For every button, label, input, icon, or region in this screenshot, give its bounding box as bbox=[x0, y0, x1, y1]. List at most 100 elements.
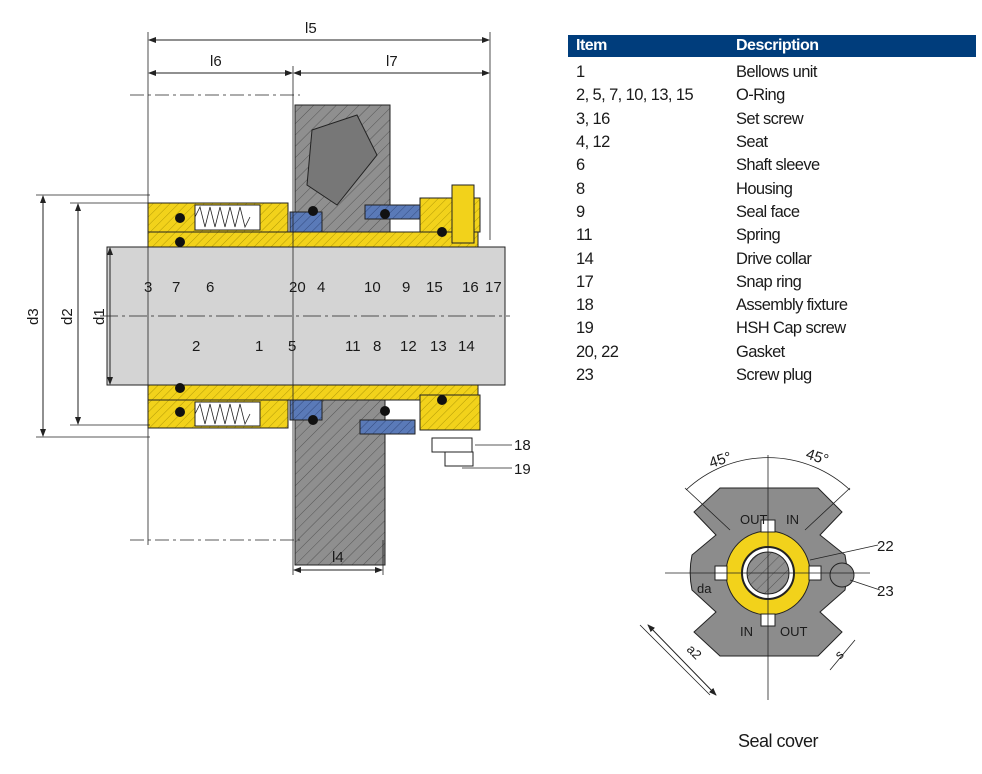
table-row: 2, 5, 7, 10, 13, 15 O-Ring bbox=[568, 84, 976, 107]
row-item: 20, 22 bbox=[576, 342, 619, 361]
header-item: Item bbox=[576, 37, 607, 54]
table-row: 9 Seal face bbox=[568, 201, 976, 224]
label-23: 23 bbox=[877, 583, 894, 600]
row-description: Set screw bbox=[736, 109, 804, 128]
row-item: 14 bbox=[576, 249, 594, 268]
table-row: 23 Screw plug bbox=[568, 364, 976, 387]
part-label: 16 bbox=[462, 279, 479, 296]
row-item: 2, 5, 7, 10, 13, 15 bbox=[576, 86, 694, 105]
table-row: 6 Shaft sleeve bbox=[568, 154, 976, 177]
table-row: 3, 16 Set screw bbox=[568, 108, 976, 131]
part-label: 17 bbox=[485, 279, 502, 296]
row-item: 11 bbox=[576, 226, 593, 245]
part-label: 6 bbox=[206, 279, 214, 296]
table-row: 18 Assembly fixture bbox=[568, 294, 976, 317]
port-in-top: IN bbox=[786, 512, 799, 527]
row-description: Drive collar bbox=[736, 249, 812, 268]
seal-cover-caption: Seal cover bbox=[738, 731, 819, 751]
table-row: 8 Housing bbox=[568, 177, 976, 200]
dim-d1: d1 bbox=[91, 308, 108, 325]
screw-plug-23 bbox=[829, 562, 855, 588]
row-description: Housing bbox=[736, 179, 793, 198]
row-description: Seat bbox=[736, 133, 768, 152]
part-label: 11 bbox=[345, 338, 361, 355]
table-row: 14 Drive collar bbox=[568, 247, 976, 270]
header-description: Description bbox=[736, 37, 819, 54]
dim-d3: d3 bbox=[25, 308, 42, 325]
set-screw-16 bbox=[451, 184, 475, 244]
part-label: 20 bbox=[289, 279, 306, 296]
seal-face-top bbox=[364, 204, 421, 220]
part-label: 3 bbox=[144, 279, 152, 296]
row-description: Spring bbox=[736, 226, 781, 245]
seat-bottom bbox=[289, 399, 323, 421]
bottom-part-labels: 2 1 5 11 8 12 13 14 bbox=[192, 338, 475, 355]
top-part-labels: 3 7 6 20 4 10 9 15 16 17 bbox=[144, 279, 502, 296]
row-item: 18 bbox=[576, 296, 594, 315]
row-item: 1 bbox=[576, 63, 585, 82]
part-label: 9 bbox=[402, 279, 410, 296]
part-label: 7 bbox=[172, 279, 180, 296]
row-description: Assembly fixture bbox=[736, 296, 848, 315]
row-description: Gasket bbox=[736, 342, 785, 361]
port-in-bottom: IN bbox=[740, 624, 753, 639]
row-description: O-Ring bbox=[736, 86, 785, 105]
row-description: Screw plug bbox=[736, 366, 812, 384]
row-description: HSH Cap screw bbox=[736, 319, 846, 338]
row-item: 3, 16 bbox=[576, 109, 610, 128]
port-out-bottom: OUT bbox=[780, 624, 808, 639]
cross-section bbox=[100, 104, 510, 566]
row-item: 17 bbox=[576, 272, 594, 291]
table-row: 4, 12 Seat bbox=[568, 131, 976, 154]
table-header: Item Description bbox=[568, 35, 976, 57]
table-row: 17 Snap ring bbox=[568, 271, 976, 294]
dim-l4: l4 bbox=[332, 549, 344, 566]
row-description: Snap ring bbox=[736, 272, 802, 291]
dimension-lines bbox=[36, 32, 512, 575]
part-label: 15 bbox=[426, 279, 443, 296]
row-item: 4, 12 bbox=[576, 133, 610, 152]
part-label-19: 19 bbox=[514, 461, 531, 478]
dim-d2: d2 bbox=[59, 308, 76, 325]
label-22: 22 bbox=[877, 538, 894, 555]
drive-collar-bottom bbox=[419, 394, 481, 431]
sleeve-top bbox=[147, 231, 479, 248]
row-item: 8 bbox=[576, 179, 585, 198]
dim-l7: l7 bbox=[386, 53, 398, 70]
part-label: 4 bbox=[317, 279, 325, 296]
parts-table: Item Description 1 Bellows unit 2, 5, 7, 1… bbox=[568, 35, 976, 387]
row-description: Shaft sleeve bbox=[736, 156, 820, 175]
assembly-fixture bbox=[306, 114, 378, 206]
table-row: 1 Bellows unit bbox=[568, 61, 976, 84]
row-item: 23 bbox=[576, 366, 594, 384]
row-item: 19 bbox=[576, 319, 594, 338]
part-label: 8 bbox=[373, 338, 381, 355]
table-row: 11 Spring bbox=[568, 224, 976, 247]
table-row: 19 HSH Cap screw bbox=[568, 317, 976, 340]
table-body: 1 Bellows unit 2, 5, 7, 10, 13, 15 O-Ring 3,… bbox=[568, 57, 976, 387]
dim-l5: l5 bbox=[305, 20, 317, 37]
part-label: 1 bbox=[255, 338, 263, 355]
seal-face-bottom bbox=[359, 419, 416, 435]
dim-a2: a2 bbox=[684, 642, 705, 663]
angle-right: 45° bbox=[804, 446, 831, 469]
part-label: 14 bbox=[458, 338, 475, 355]
part-label: 10 bbox=[364, 279, 381, 296]
part-label: 13 bbox=[430, 338, 447, 355]
port-out-top: OUT bbox=[740, 512, 768, 527]
row-item: 6 bbox=[576, 156, 585, 175]
part-label: 12 bbox=[400, 338, 417, 355]
dim-l6: l6 bbox=[210, 53, 222, 70]
dim-da: da bbox=[697, 581, 712, 596]
row-description: Seal face bbox=[736, 202, 800, 221]
part-label-18: 18 bbox=[514, 437, 531, 454]
row-item: 9 bbox=[576, 202, 585, 221]
table-row: 20, 22 Gasket bbox=[568, 341, 976, 364]
part-label: 2 bbox=[192, 338, 200, 355]
seat-top bbox=[289, 211, 323, 233]
seal-cover-drawing bbox=[639, 455, 881, 700]
part-label: 5 bbox=[288, 338, 296, 355]
row-description: Bellows unit bbox=[736, 63, 817, 82]
angle-left: 45° bbox=[707, 449, 734, 472]
